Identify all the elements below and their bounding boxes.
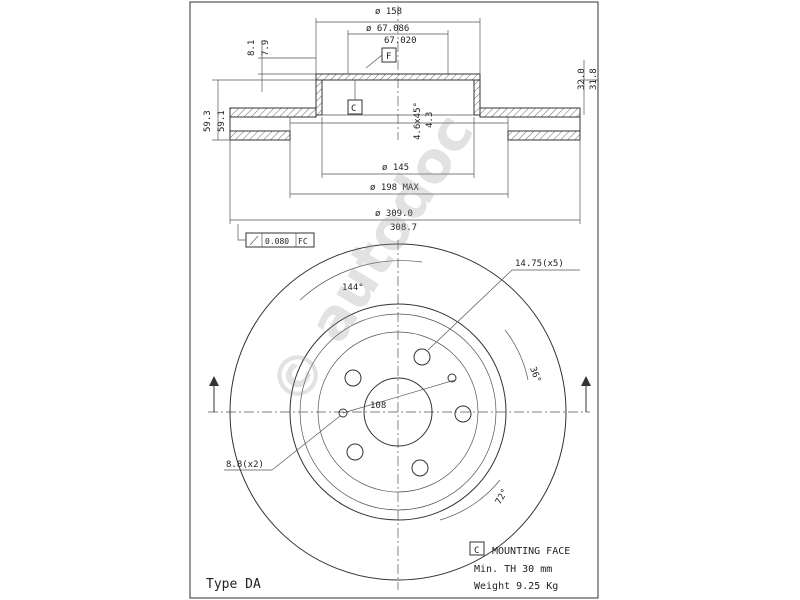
rotor-plate-upper-right	[479, 107, 581, 118]
dim-145: ø 145	[382, 163, 409, 173]
flag-c-section: C	[351, 104, 356, 114]
hat-outer-circle	[299, 313, 497, 511]
center-bore	[363, 377, 433, 447]
angle-144: 144°	[342, 283, 364, 293]
holes-label: 14.75(x5)	[515, 259, 564, 269]
dim-198: ø 198 MAX	[370, 183, 419, 193]
bolt-hole	[411, 459, 429, 477]
hat-inner-circle	[317, 331, 479, 493]
dim-43: 4.3	[425, 112, 435, 128]
pin-hole	[338, 408, 348, 418]
watermark-text: © autodoc	[257, 103, 487, 417]
mounting-face-flag-box	[469, 541, 485, 556]
bolt-hole	[413, 348, 431, 366]
friction-inner-circle	[289, 303, 507, 521]
side-section-view: ø 158 ø 67.086 67.020 F 8.1 7.9 59.3 59.…	[203, 6, 599, 248]
dim-81: 8.1	[247, 40, 257, 56]
drawing-frame	[189, 1, 599, 599]
mounting-face: MOUNTING FACE	[492, 546, 570, 557]
hat-wall-right	[473, 79, 481, 116]
outer-disc-circle	[229, 243, 567, 581]
angle-72: 72°	[494, 487, 511, 506]
angle-36: 36°	[527, 366, 542, 385]
notes-block: C MOUNTING FACE Min. TH 30 mm Weight 9.2…	[469, 541, 570, 592]
type-label: Type DA	[206, 577, 261, 592]
dim-79: 7.9	[261, 40, 271, 56]
rotor-plate-upper-left	[229, 107, 317, 118]
mounting-face-flag: C	[474, 546, 479, 556]
rotor-plate-lower-right	[507, 130, 581, 141]
tolerance-value: 0.080	[265, 237, 289, 246]
front-view: 144° 14.75(x5) 36° 108 8.8(x2) 72°	[208, 240, 591, 590]
dim-67020: 67.020	[384, 36, 417, 46]
dim-67086: ø 67.086	[366, 24, 409, 34]
weight: Weight 9.25 Kg	[474, 581, 558, 592]
pin-label: 8.8(x2)	[226, 460, 264, 470]
hat-wall-left	[315, 79, 323, 116]
tolerance-ref: FC	[298, 237, 308, 246]
tolerance-frame	[245, 232, 315, 248]
dim-3090: ø 309.0	[375, 209, 413, 219]
dim-320: 32.0	[577, 68, 587, 90]
bolt-hole	[454, 405, 472, 423]
rotor-plate-lower-left	[229, 130, 291, 141]
dim-591: 59.1	[217, 110, 227, 132]
watermark: © autodoc	[257, 103, 487, 417]
min-thickness: Min. TH 30 mm	[474, 564, 552, 575]
pcd-108: 108	[370, 401, 386, 411]
bolt-hole	[344, 369, 362, 387]
flag-f: F	[386, 52, 391, 62]
dim-chamfer: 4.6x45°	[413, 102, 423, 140]
dim-318: 31.8	[589, 68, 599, 90]
dim-158: ø 158	[375, 7, 402, 17]
dim-3087: 308.7	[390, 223, 417, 233]
bolt-hole	[346, 443, 364, 461]
pin-hole	[447, 373, 457, 383]
dim-593: 59.3	[203, 110, 213, 132]
